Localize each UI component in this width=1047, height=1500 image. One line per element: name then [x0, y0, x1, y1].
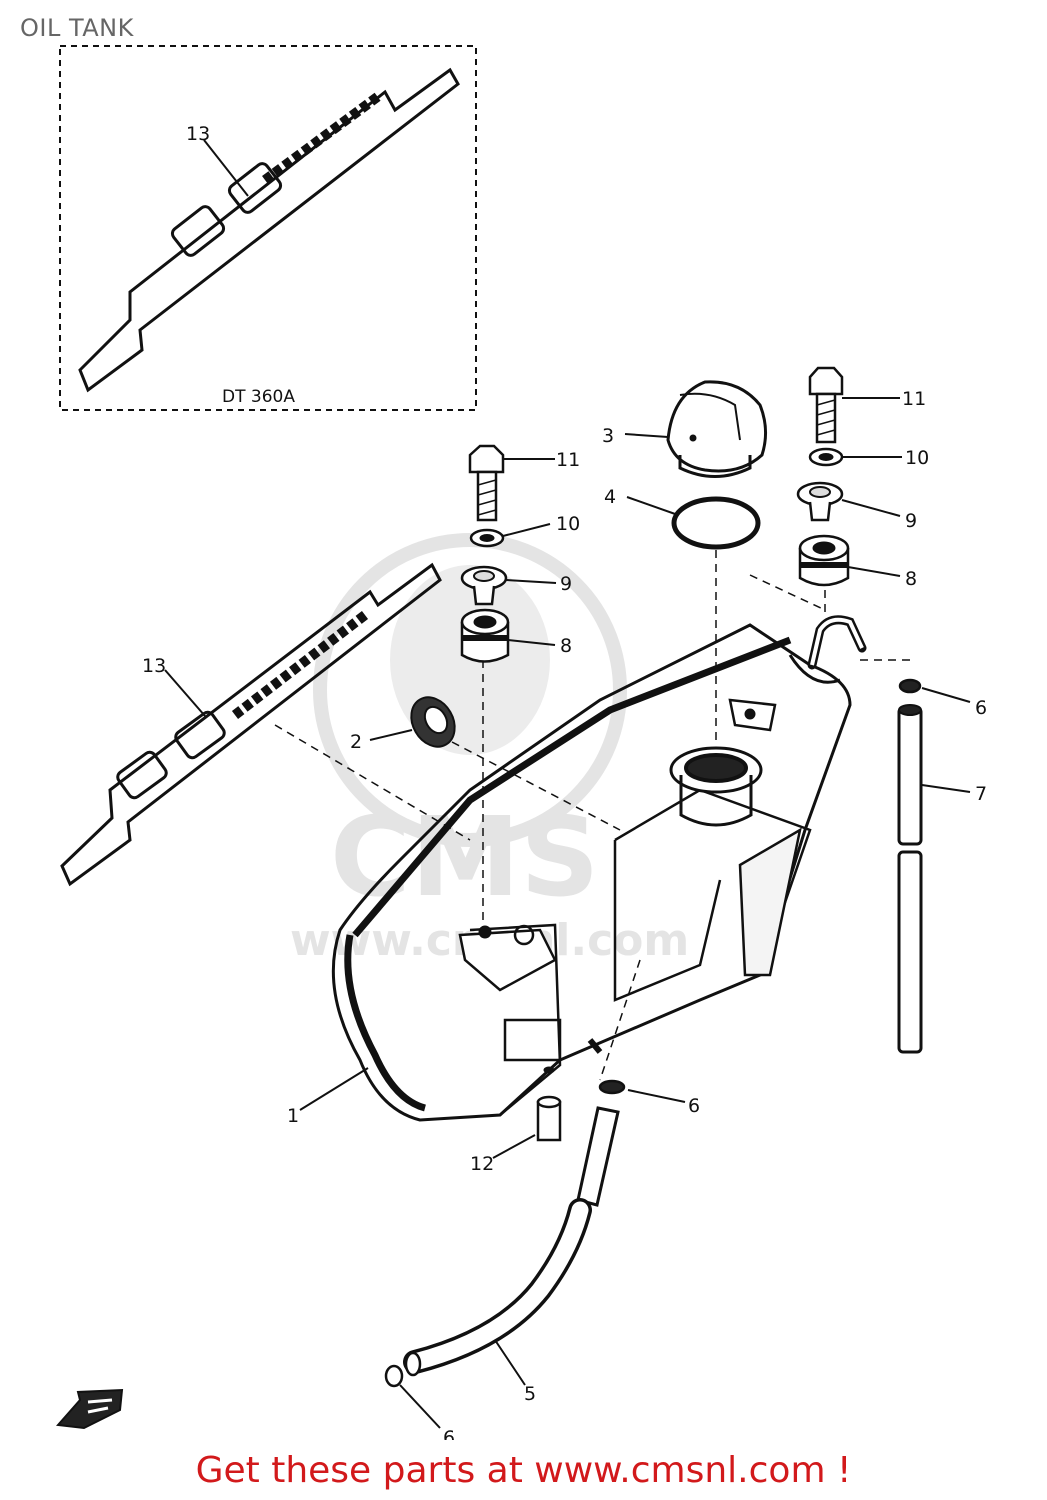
- callout-6-mid: 6: [688, 1095, 700, 1117]
- callout-6-top: 6: [975, 697, 987, 719]
- callout-10-right: 10: [905, 447, 929, 469]
- decal-strip: [60, 562, 442, 887]
- callout-12: 12: [470, 1153, 494, 1175]
- spacer-12: [536, 1066, 562, 1142]
- model-label: DT 360A: [222, 387, 295, 407]
- callout-10-left: 10: [556, 513, 580, 535]
- oil-tank-exploded-diagram: CMS www.cmsnl.com 13 DT 360A 13: [55, 45, 987, 1440]
- left-mount-stack: [460, 444, 510, 663]
- callout-13-inset: 13: [186, 123, 210, 145]
- callout-9-right: 9: [905, 510, 917, 532]
- callout-2: 2: [350, 731, 362, 753]
- callout-3: 3: [602, 425, 614, 447]
- footer-link-text[interactable]: Get these parts at www.cmsnl.com !: [195, 1450, 852, 1491]
- oil-tank-body: [331, 615, 867, 1122]
- grommet-2: [410, 696, 456, 748]
- watermark-logo-text: CMS: [330, 793, 599, 921]
- inset-decal-13: [78, 67, 460, 393]
- breather-pipe: [897, 678, 923, 1054]
- callout-1: 1: [287, 1105, 299, 1127]
- callout-7: 7: [975, 783, 987, 805]
- page-title: OIL TANK: [20, 14, 134, 42]
- callout-11-right: 11: [902, 388, 926, 410]
- callout-4: 4: [604, 486, 616, 508]
- callout-8-left: 8: [560, 635, 572, 657]
- callout-13-main: 13: [142, 655, 166, 677]
- o-ring: [671, 496, 761, 550]
- callout-6-bottom: 6: [443, 1427, 455, 1440]
- oil-delivery-pipe: [384, 1079, 626, 1388]
- callout-9-left: 9: [560, 573, 572, 595]
- callout-11-left: 11: [556, 449, 580, 471]
- inset-box: 13 DT 360A: [59, 45, 477, 411]
- callout-5: 5: [524, 1383, 536, 1405]
- right-mount-stack: [796, 366, 850, 587]
- front-direction-arrow-icon: [55, 1388, 124, 1430]
- callout-8-right: 8: [905, 568, 917, 590]
- oil-cap: [666, 380, 767, 478]
